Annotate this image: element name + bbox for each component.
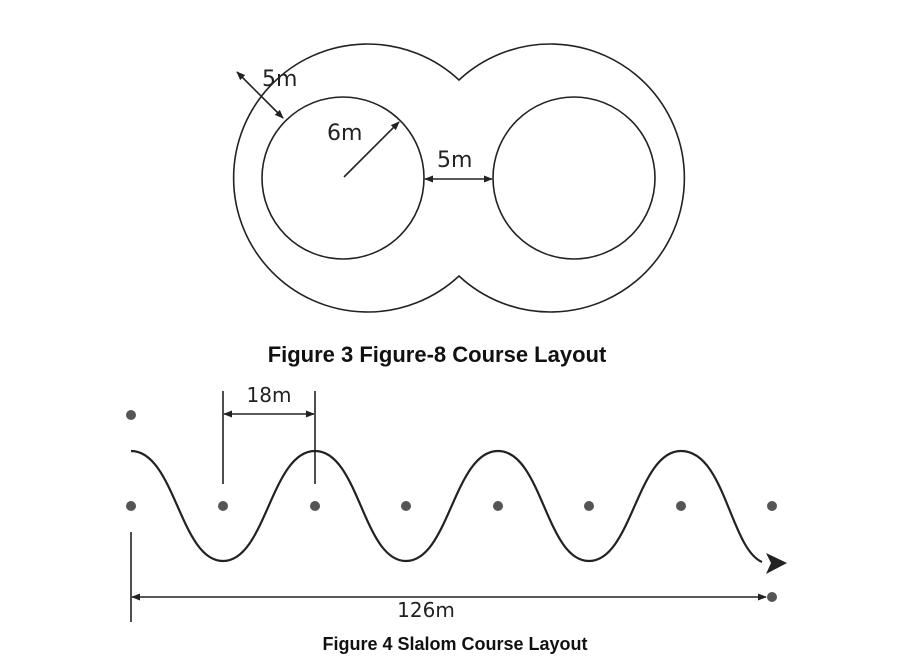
figure3-caption: Figure 3 Figure-8 Course Layout: [268, 342, 607, 367]
figure8-right-inner-circle: [492, 96, 656, 260]
cone-marker: [310, 501, 320, 511]
cone-marker: [126, 501, 136, 511]
inner-radius-dimension-arrow: [343, 121, 400, 178]
cone-marker: [767, 501, 777, 511]
slalom-path: [130, 449, 763, 564]
cone-marker: [676, 501, 686, 511]
cone-marker: [493, 501, 503, 511]
cone-marker: [401, 501, 411, 511]
cone-marker: [767, 592, 777, 602]
figure4-caption: Figure 4 Slalom Course Layout: [322, 634, 587, 654]
gap-label: 5m: [437, 148, 472, 173]
inner-radius-label: 6m: [327, 121, 362, 146]
figure8-outer-boundary: [232, 43, 686, 313]
spacing-label: 18m: [247, 383, 292, 407]
slalom-diagram: 18m 126m: [126, 383, 787, 622]
cone-marker: [126, 410, 136, 420]
cone-marker: [218, 501, 228, 511]
total-length-label: 126m: [397, 598, 455, 622]
figure8-left-inner-circle: [261, 96, 425, 260]
outer-width-dimension-arrow: [236, 71, 284, 119]
cone-marker: [584, 501, 594, 511]
figure8-diagram: 5m 6m 5m: [232, 43, 686, 313]
slalom-end-arrowhead: [766, 553, 787, 574]
outer-width-label: 5m: [262, 67, 297, 92]
